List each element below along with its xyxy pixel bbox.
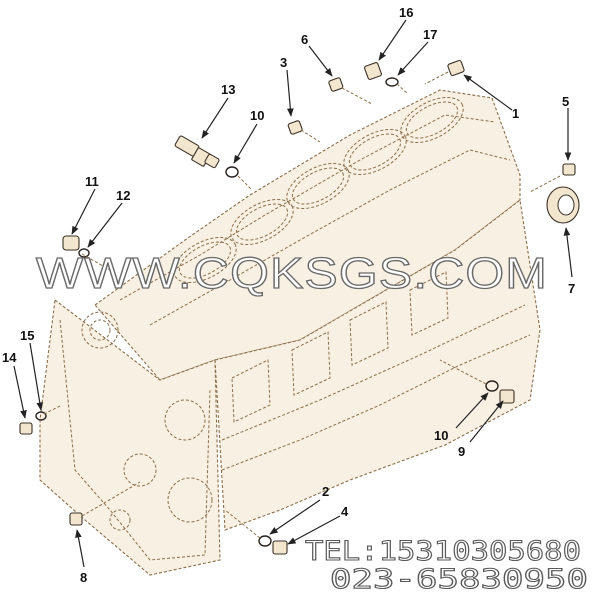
callout-15: 15: [20, 328, 34, 343]
callout-7: 7: [568, 281, 575, 296]
callout-11: 11: [85, 174, 99, 189]
callout-8: 8: [80, 570, 87, 585]
leader-9: [469, 400, 504, 443]
leader-10-lower: [455, 392, 489, 429]
leader-10-upper: [233, 123, 258, 164]
leader-16: [378, 19, 407, 61]
leader-15: [29, 342, 44, 411]
callout-10-lower: 10: [434, 428, 448, 443]
block-front-face: [39, 298, 221, 576]
pocket-1: [231, 359, 271, 423]
cylinder-bores: [173, 96, 464, 284]
o-ring-part-15: [35, 411, 47, 421]
callout-14: 14: [2, 350, 17, 365]
seal-part-7: [546, 186, 580, 224]
front-bore-low-2: [167, 477, 213, 523]
callout-16: 16: [399, 5, 413, 20]
leader-arrows: [13, 19, 573, 568]
leader-14: [13, 365, 27, 419]
bore-4: [343, 128, 407, 176]
callout-labels: 1 2 3 4 5 6 7 8 9 10 10 11 12 13 14 15 1…: [2, 5, 575, 585]
watermark-website: WWW.CQKSGS.COM: [36, 249, 548, 298]
leader-13: [201, 97, 229, 139]
deck-inner-edge: [149, 149, 511, 326]
cylinder-block: [39, 89, 541, 576]
o-ring-part-12: [78, 248, 90, 258]
block-side-face: [214, 198, 541, 531]
callout-10-upper: 10: [250, 108, 264, 123]
leader-17: [397, 41, 429, 76]
leader-7: [563, 227, 573, 278]
leader-12: [87, 202, 123, 248]
bore-3-inner: [291, 167, 345, 205]
parts: [19, 59, 580, 555]
watermarks: WWW.CQKSGS.COM TEL:15310305680 023-65830…: [35, 248, 588, 595]
plug-part-3: [287, 120, 303, 135]
front-details: [59, 311, 213, 561]
plug-part-16: [364, 62, 382, 80]
pocket-3: [349, 301, 389, 366]
front-bore-top: [81, 311, 119, 349]
plug-part-6: [328, 77, 344, 92]
bore-5: [400, 96, 464, 144]
side-pockets: [221, 271, 531, 471]
front-flange: [59, 319, 211, 561]
pocket-4: [409, 271, 449, 336]
plug-part-11: [62, 235, 80, 251]
plug-part-4: [272, 540, 288, 555]
leader-1: [463, 74, 513, 111]
plug-part-5: [562, 163, 576, 176]
bore-4-inner: [348, 133, 402, 171]
front-bore-low-1: [123, 453, 157, 487]
callout-1: 1: [512, 106, 519, 121]
assembly-paths: [43, 71, 561, 539]
o-ring-part-17: [385, 77, 399, 87]
bore-1: [173, 236, 237, 284]
callout-4: 4: [341, 504, 349, 519]
leader-6: [308, 45, 333, 77]
callout-3: 3: [280, 55, 287, 70]
deck-edge: [119, 114, 496, 301]
front-bore-mid: [164, 399, 206, 441]
oil-rail: [221, 304, 526, 441]
bore-5-inner: [405, 101, 459, 139]
bore-3: [286, 162, 350, 210]
bore-1-inner: [178, 241, 232, 279]
plug-part-8: [69, 512, 83, 526]
bore-2-inner: [235, 203, 289, 241]
callout-13: 13: [221, 82, 235, 97]
o-ring-part-2: [258, 535, 272, 547]
callout-5: 5: [562, 94, 569, 109]
leader-2: [269, 499, 321, 535]
leader-8: [75, 529, 85, 568]
callout-2: 2: [322, 484, 329, 499]
callout-12: 12: [116, 188, 130, 203]
pocket-2: [291, 331, 331, 396]
skirt-line: [221, 334, 531, 471]
watermark-phone: 023-65830950: [330, 564, 588, 595]
leader-4: [287, 515, 341, 545]
leader-3: [286, 69, 294, 117]
o-ring-part-10-lower: [485, 380, 499, 392]
callout-9: 9: [458, 444, 465, 459]
front-bore-low-3: [109, 509, 131, 531]
callout-6: 6: [301, 32, 308, 47]
fitting-part-13: [174, 135, 220, 169]
o-ring-part-10-upper: [225, 166, 239, 178]
plug-part-14: [19, 422, 33, 435]
front-bore-top-inner: [89, 319, 111, 341]
leader-11: [71, 188, 96, 235]
callout-17: 17: [423, 27, 437, 42]
plug-part-1: [447, 59, 465, 77]
plug-part-9: [499, 389, 515, 404]
watermark-tel: TEL:15310305680: [305, 536, 581, 567]
